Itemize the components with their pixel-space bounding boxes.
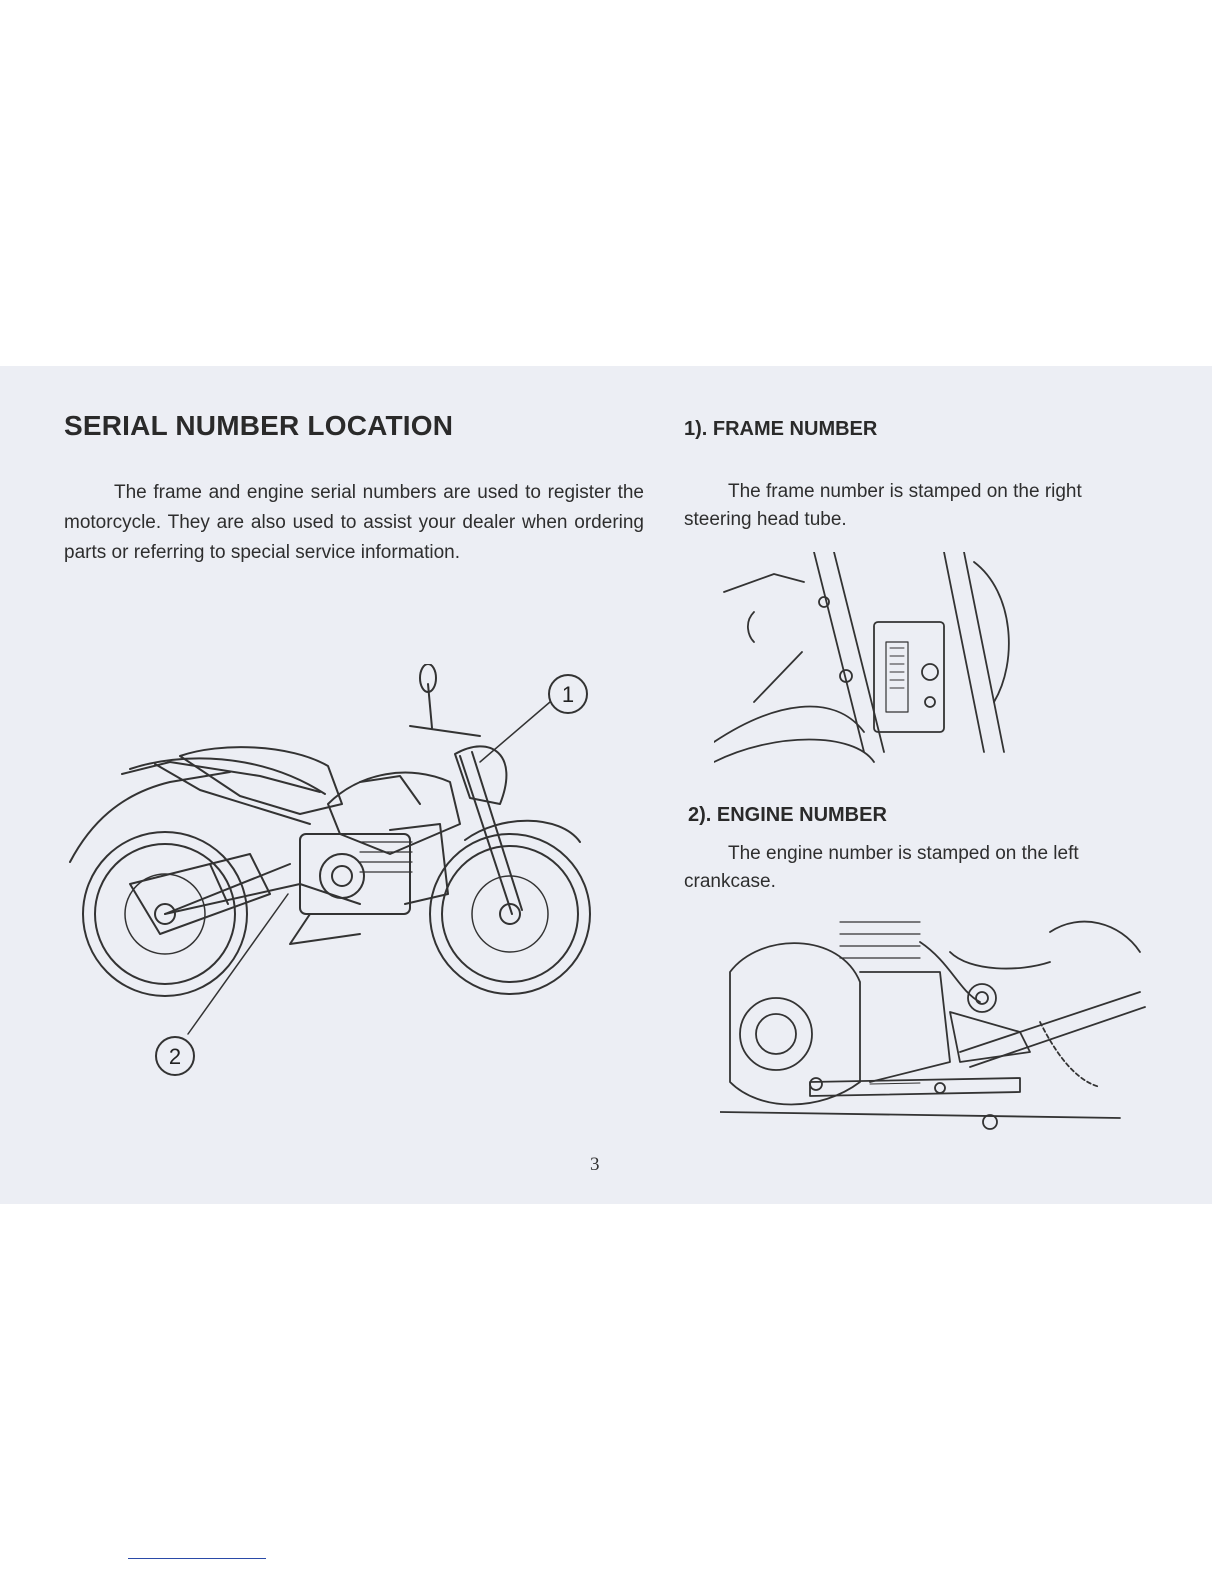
manual-page: SERIAL NUMBER LOCATION The frame and eng…: [0, 366, 1212, 1204]
callout-1-label: 1: [562, 682, 574, 707]
motorcycle-icon: 1 2: [69, 664, 591, 1076]
page-number: 3: [590, 1154, 600, 1175]
footer-rule: [128, 1558, 266, 1559]
frame-number-text: The frame number is stamped on the right…: [684, 481, 1082, 530]
callout-2-label: 2: [169, 1044, 181, 1069]
steering-head-icon: [714, 552, 1010, 763]
page-title: SERIAL NUMBER LOCATION: [64, 410, 454, 441]
frame-number-illustration: [714, 552, 1024, 772]
frame-number-heading: 1). FRAME NUMBER: [684, 418, 878, 440]
motorcycle-illustration: 1 2: [60, 664, 620, 1084]
engine-number-heading: 2). ENGINE NUMBER: [688, 804, 887, 826]
intro-paragraph: The frame and engine serial numbers are …: [64, 482, 644, 563]
engine-number-illustration: [720, 912, 1150, 1142]
crankcase-icon: [720, 920, 1146, 1130]
engine-number-text: The engine number is stamped on the left…: [684, 843, 1079, 892]
